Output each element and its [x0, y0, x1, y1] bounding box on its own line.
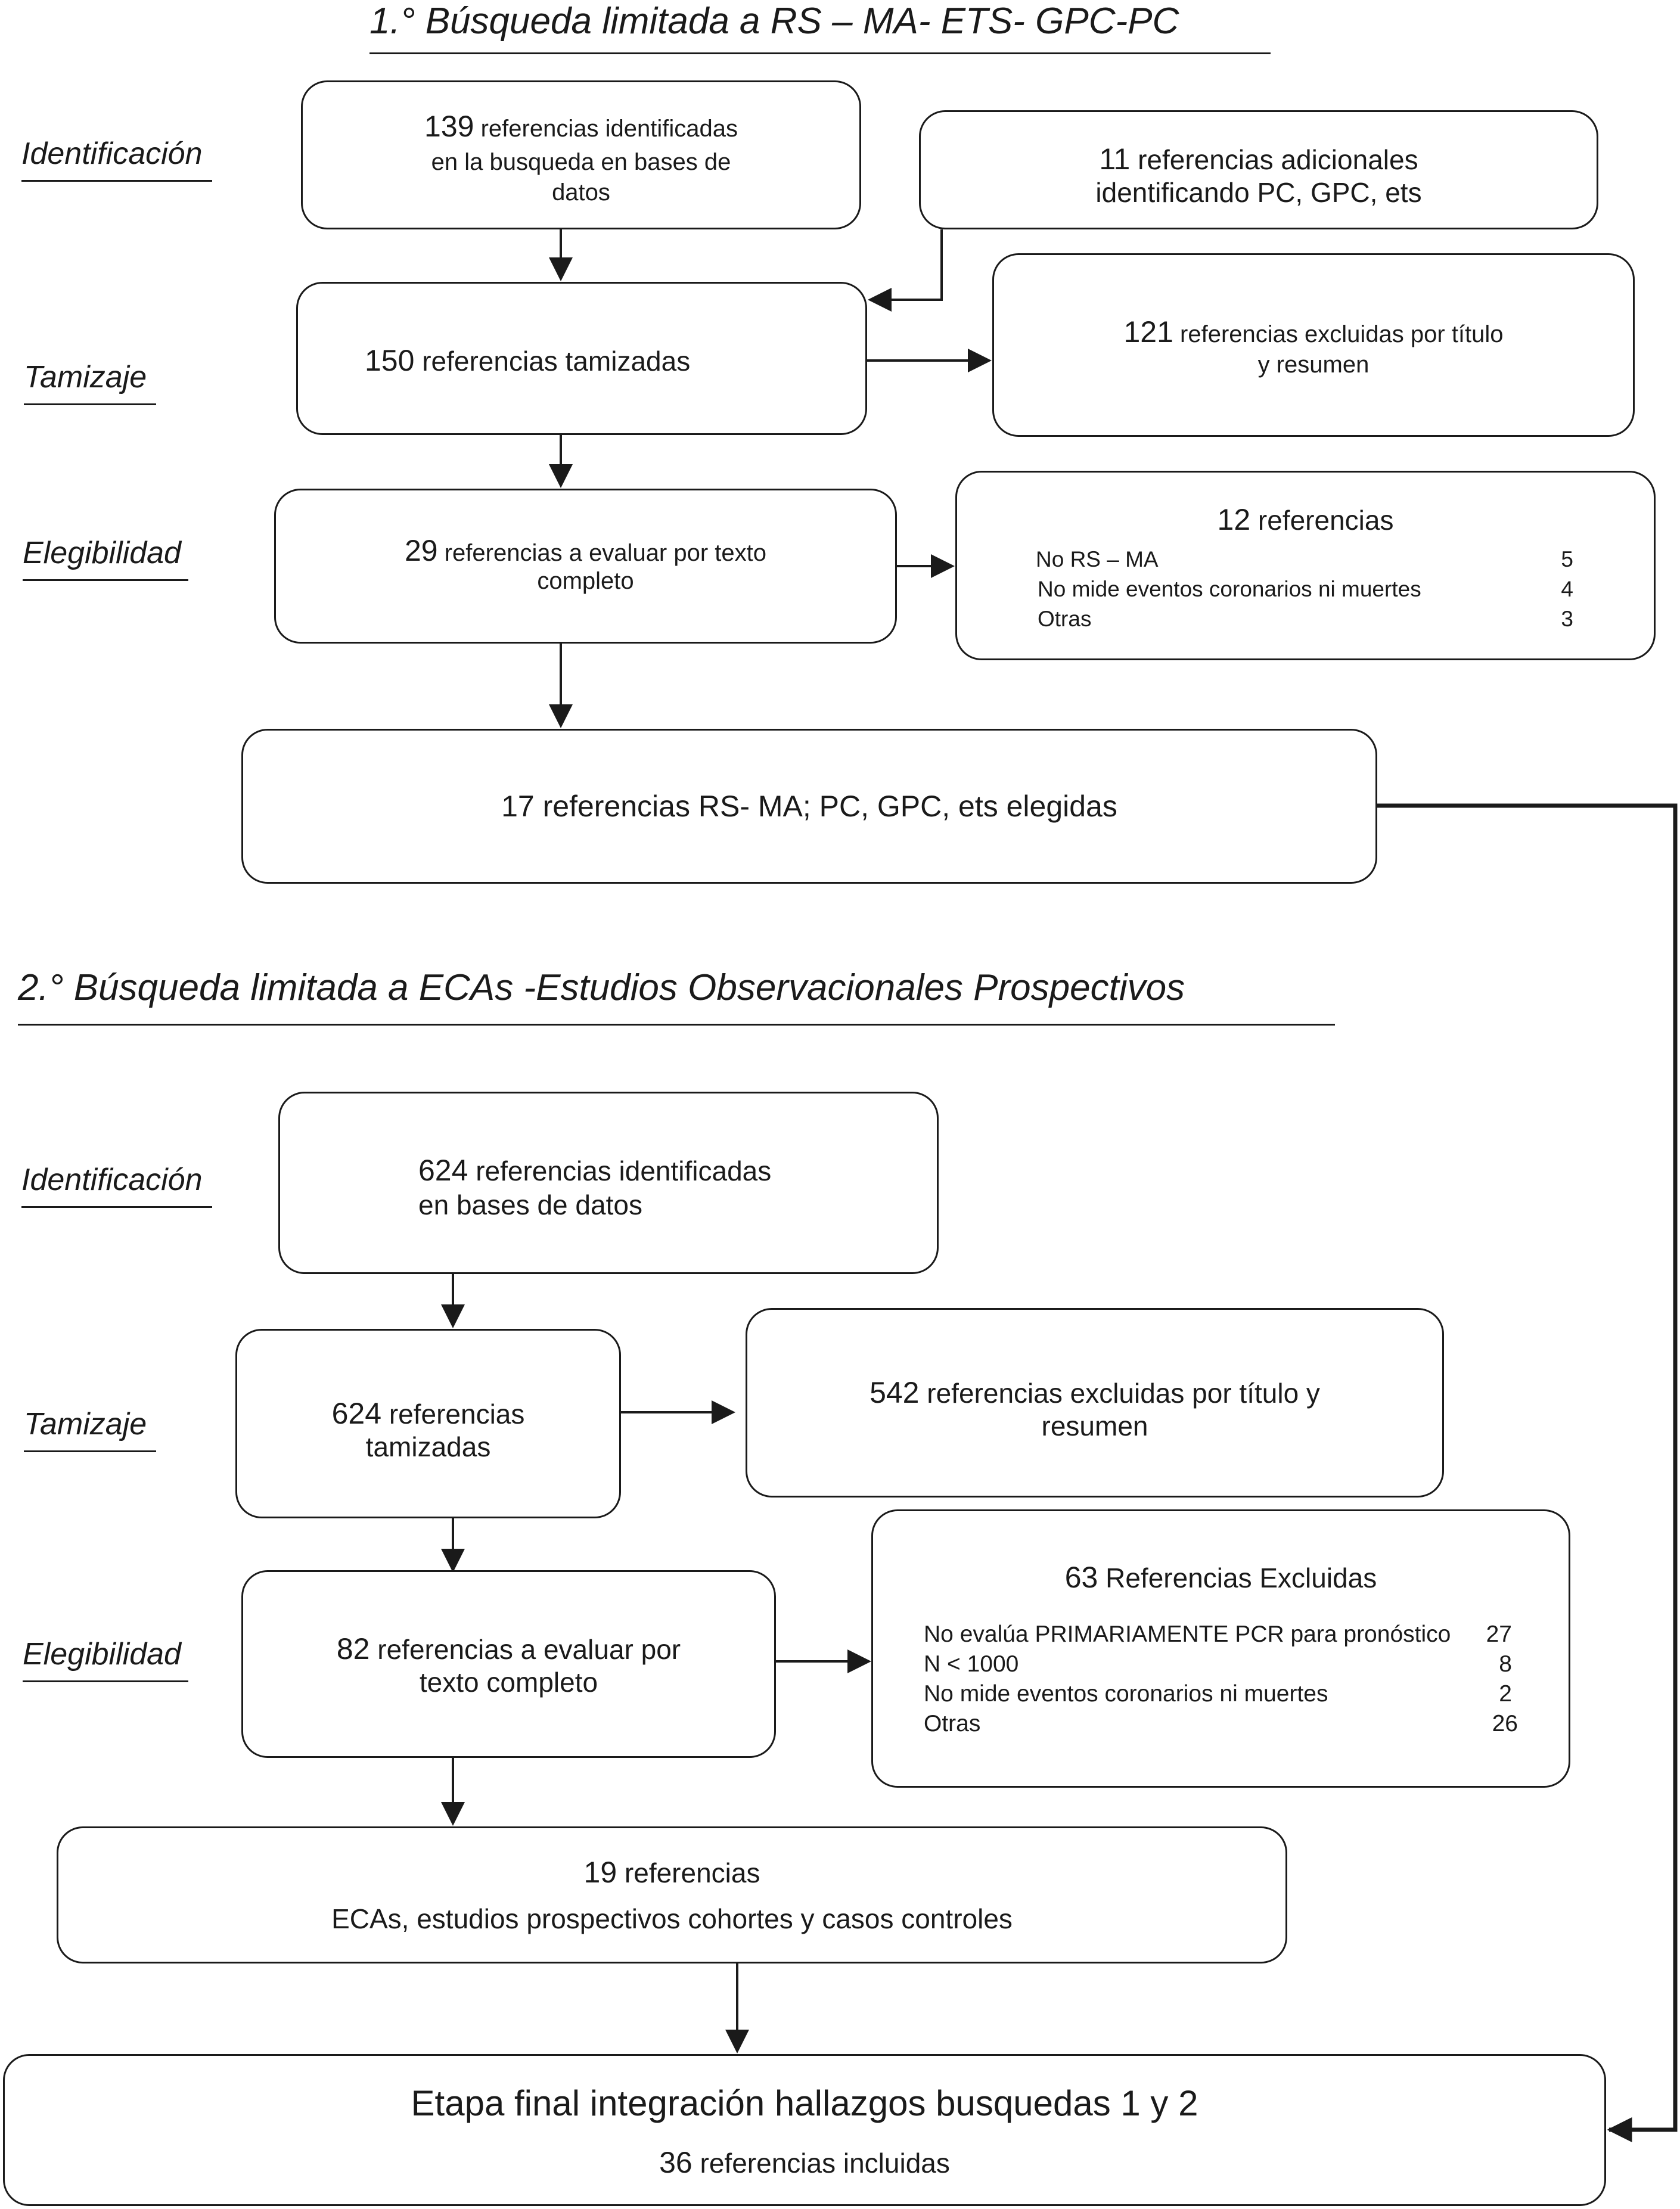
- excluded-title-line2: y resumen: [1257, 352, 1370, 378]
- identified-count: 139: [424, 110, 474, 143]
- section2-stage-screening: Tamizaje: [24, 1407, 147, 1441]
- additional-count: 11: [1099, 142, 1131, 176]
- identified2-line2: en bases de datos: [418, 1189, 642, 1220]
- identified-line1: 139 referencias identificadas: [303, 109, 859, 144]
- section1-screened-box: 150 referencias tamizadas: [296, 282, 867, 435]
- screened-line: 150 referencias tamizadas: [298, 343, 865, 378]
- selected2-line2: ECAs, estudios prospectivos cohortes y c…: [331, 1903, 1013, 1934]
- stage-underline: [23, 579, 188, 581]
- section1-stage-screening: Tamizaje: [24, 360, 147, 394]
- section2-heading: 2.° Búsqueda limitada a ECAs -Estudios O…: [18, 967, 1185, 1008]
- identified-text: referencias identificadas: [480, 116, 738, 142]
- section2-excluded-title-box: 542 referencias excluidas por título y r…: [746, 1308, 1444, 1497]
- excluded2-title-count: 542: [869, 1376, 920, 1409]
- section1-heading: 1.° Búsqueda limitada a RS – MA- ETS- GP…: [369, 1, 1179, 42]
- exclusion-count: 3: [1561, 607, 1573, 631]
- excluded-title-text: referencias excluidas por título: [1180, 321, 1504, 347]
- section1-selected-box: 17 referencias RS- MA; PC, GPC, ets eleg…: [241, 729, 1377, 884]
- selected-text: 17 referencias RS- MA; PC, GPC, ets eleg…: [501, 790, 1117, 823]
- exclusion2-count: 2: [1499, 1681, 1512, 1707]
- arrow-selected1-to-final: [1377, 803, 1678, 2142]
- exclusion2-reason: N < 1000: [924, 1651, 1019, 1677]
- section1-stage-identification: Identificación: [21, 136, 203, 171]
- identified2-text: referencias identificadas: [476, 1155, 772, 1186]
- selected2-count: 19: [583, 1856, 617, 1889]
- section1-heading-underline: [369, 52, 1271, 54]
- excluded-title-line1: 121 referencias excluidas por título: [994, 315, 1633, 349]
- additional-text: referencias adicionales: [1138, 144, 1418, 175]
- selected2-text: referencias: [624, 1857, 760, 1888]
- fulltext-count: 29: [404, 534, 438, 567]
- final-integration-box: Etapa final integración hallazgos busque…: [3, 2054, 1606, 2206]
- selected2-line1: 19 referencias: [58, 1855, 1285, 1890]
- excluded-fulltext-count: 12: [1217, 503, 1251, 536]
- section1-fulltext-box: 29 referencias a evaluar por texto compl…: [274, 489, 897, 644]
- exclusion-reason: Otras: [1038, 607, 1092, 631]
- fulltext-line2: completo: [537, 568, 634, 594]
- stage-underline: [24, 1450, 156, 1452]
- excluded-title-count: 121: [1123, 315, 1173, 349]
- screened2-text: referencias: [389, 1399, 525, 1430]
- exclusion2-count: 26: [1492, 1711, 1518, 1736]
- excluded-fulltext-title: 12 referencias: [957, 502, 1654, 537]
- identified-line2: en la busqueda en bases de: [431, 149, 731, 175]
- section1-excluded-fulltext-box: 12 referencias No RS – MA 5 No mide even…: [955, 471, 1656, 660]
- final-count: 36: [659, 2146, 693, 2179]
- screened2-line2: tamizadas: [365, 1431, 491, 1462]
- excluded2-title-text: referencias excluidas por título y: [927, 1378, 1320, 1409]
- fulltext-line1: 29 referencias a evaluar por texto: [276, 533, 895, 568]
- fulltext2-line1: 82 referencias a evaluar por: [243, 1632, 774, 1666]
- stage-underline: [21, 1206, 212, 1208]
- exclusion-count: 5: [1561, 547, 1573, 571]
- exclusion-reason: No RS – MA: [1036, 547, 1159, 571]
- section2-screened-box: 624 referencias tamizadas: [235, 1329, 621, 1518]
- section1-identified-box: 139 referencias identificadas en la busq…: [301, 80, 861, 229]
- section2-stage-eligibility: Elegibilidad: [23, 1637, 181, 1671]
- section2-excluded-fulltext-box: 63 Referencias Excluidas No evalúa PRIMA…: [871, 1509, 1570, 1788]
- arrow-additional-to-screened: [868, 229, 943, 312]
- final-title: Etapa final integración hallazgos busque…: [411, 2083, 1198, 2123]
- section2-selected-box: 19 referencias ECAs, estudios prospectiv…: [57, 1826, 1287, 1963]
- additional-line2: identificando PC, GPC, ets: [1095, 177, 1422, 208]
- exclusion-reason: No mide eventos coronarios ni muertes: [1038, 577, 1421, 601]
- exclusion2-count: 8: [1499, 1651, 1512, 1677]
- exclusion-count: 4: [1561, 577, 1573, 601]
- exclusion2-reason: No mide eventos coronarios ni muertes: [924, 1681, 1328, 1707]
- section1-excluded-title-box: 121 referencias excluidas por título y r…: [992, 253, 1635, 437]
- stage-underline: [23, 1680, 188, 1682]
- stage-underline: [21, 180, 212, 182]
- final-line2: 36 referencias incluidas: [5, 2145, 1604, 2180]
- screened-text: referencias tamizadas: [422, 346, 691, 377]
- screened2-line1: 624 referencias: [237, 1396, 619, 1431]
- excluded2-fulltext-label: Referencias Excluidas: [1105, 1562, 1377, 1593]
- section1-stage-eligibility: Elegibilidad: [23, 536, 181, 570]
- stage-underline: [24, 403, 156, 405]
- excluded2-title-line2: resumen: [1041, 1410, 1148, 1441]
- screened-count: 150: [365, 344, 415, 377]
- screened2-count: 624: [331, 1397, 382, 1430]
- fulltext2-line2: texto completo: [419, 1667, 598, 1698]
- fulltext-text: referencias a evaluar por texto: [444, 540, 767, 566]
- section1-additional-box: 11 referencias adicionales identificando…: [919, 110, 1598, 229]
- identified2-count: 624: [418, 1154, 468, 1187]
- exclusion2-reason: No evalúa PRIMARIAMENTE PCR para pronóst…: [924, 1621, 1451, 1647]
- fulltext2-count: 82: [336, 1632, 370, 1666]
- section2-heading-underline: [18, 1024, 1335, 1026]
- exclusion2-count: 27: [1486, 1621, 1512, 1647]
- excluded2-title-line1: 542 referencias excluidas por título y: [747, 1375, 1442, 1410]
- identified-line3: datos: [552, 179, 610, 206]
- exclusion2-reason: Otras: [924, 1711, 981, 1736]
- additional-line1: 11 referencias adicionales: [921, 142, 1597, 176]
- section2-fulltext-box: 82 referencias a evaluar por texto compl…: [241, 1570, 776, 1758]
- section2-identified-box: 624 referencias identificadas en bases d…: [278, 1092, 939, 1274]
- excluded2-fulltext-count: 63: [1064, 1561, 1098, 1594]
- fulltext2-text: referencias a evaluar por: [377, 1634, 681, 1665]
- final-text: referencias incluidas: [700, 2148, 950, 2179]
- identified2-line1: 624 referencias identificadas: [280, 1153, 937, 1188]
- section2-stage-identification: Identificación: [21, 1163, 203, 1197]
- excluded2-fulltext-title: 63 Referencias Excluidas: [873, 1560, 1569, 1595]
- excluded-fulltext-label: referencias: [1257, 505, 1394, 536]
